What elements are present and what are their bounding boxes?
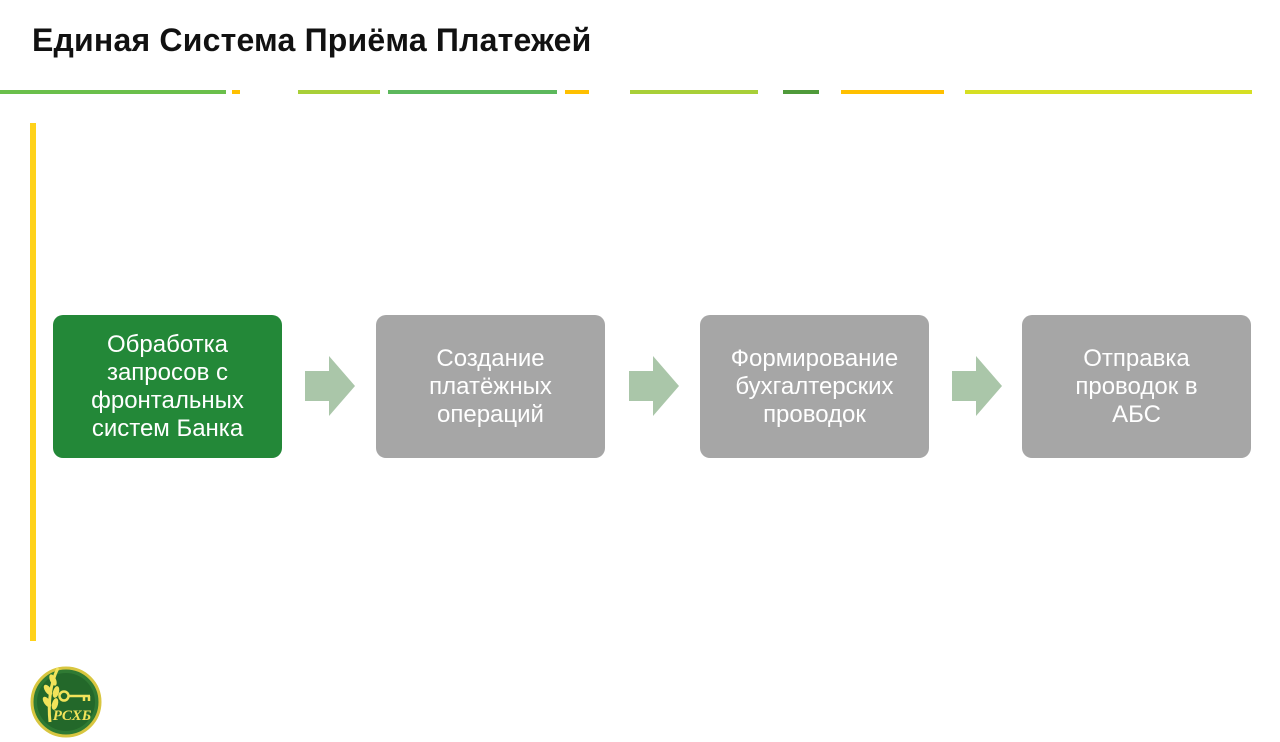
left-accent-bar [30,123,36,641]
process-step-label: Создание платёжных операций [429,344,552,428]
stripe-segment [232,90,240,94]
stripe-segment [388,90,557,94]
stripe-segment [783,90,819,94]
stripe-segment [965,90,1252,94]
process-step-label: Обработка запросов с фронтальных систем … [91,330,244,442]
stripe-segment [565,90,589,94]
process-step-label: Формирование бухгалтерских проводок [730,344,899,428]
arrow-right-icon [952,356,1002,416]
process-step-label: Отправка проводок в АБС [1075,344,1198,428]
stripe-segment [0,90,226,94]
process-step-accounting-entries: Формирование бухгалтерских проводок [700,315,929,458]
arrow-right-icon [305,356,355,416]
logo-text: РСХБ [53,708,92,724]
stripe-segment [841,90,944,94]
process-step-payment-creation: Создание платёжных операций [376,315,605,458]
page-title: Единая Система Приёма Платежей [32,22,592,58]
arrow-right-icon [629,356,679,416]
process-step-request-handling: Обработка запросов с фронтальных систем … [53,315,282,458]
stripe-segment [298,90,380,94]
stripe-segment [630,90,758,94]
bank-emblem-icon: РСХБ [30,666,102,738]
process-step-send-to-abs: Отправка проводок в АБС [1022,315,1251,458]
